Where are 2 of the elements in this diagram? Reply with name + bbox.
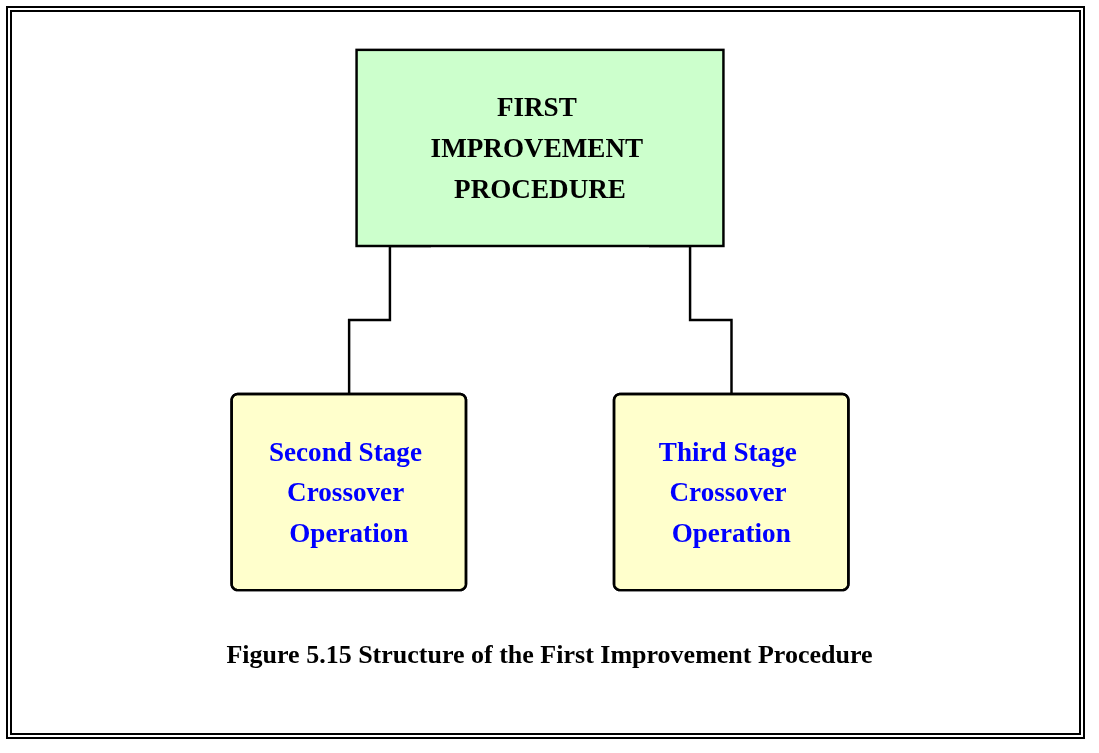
node-box: FIRST IMPROVEMENT PROCEDURE <box>355 48 725 248</box>
figure-caption: Figure 5.15 Structure of the First Improvement Procedure <box>226 640 873 670</box>
